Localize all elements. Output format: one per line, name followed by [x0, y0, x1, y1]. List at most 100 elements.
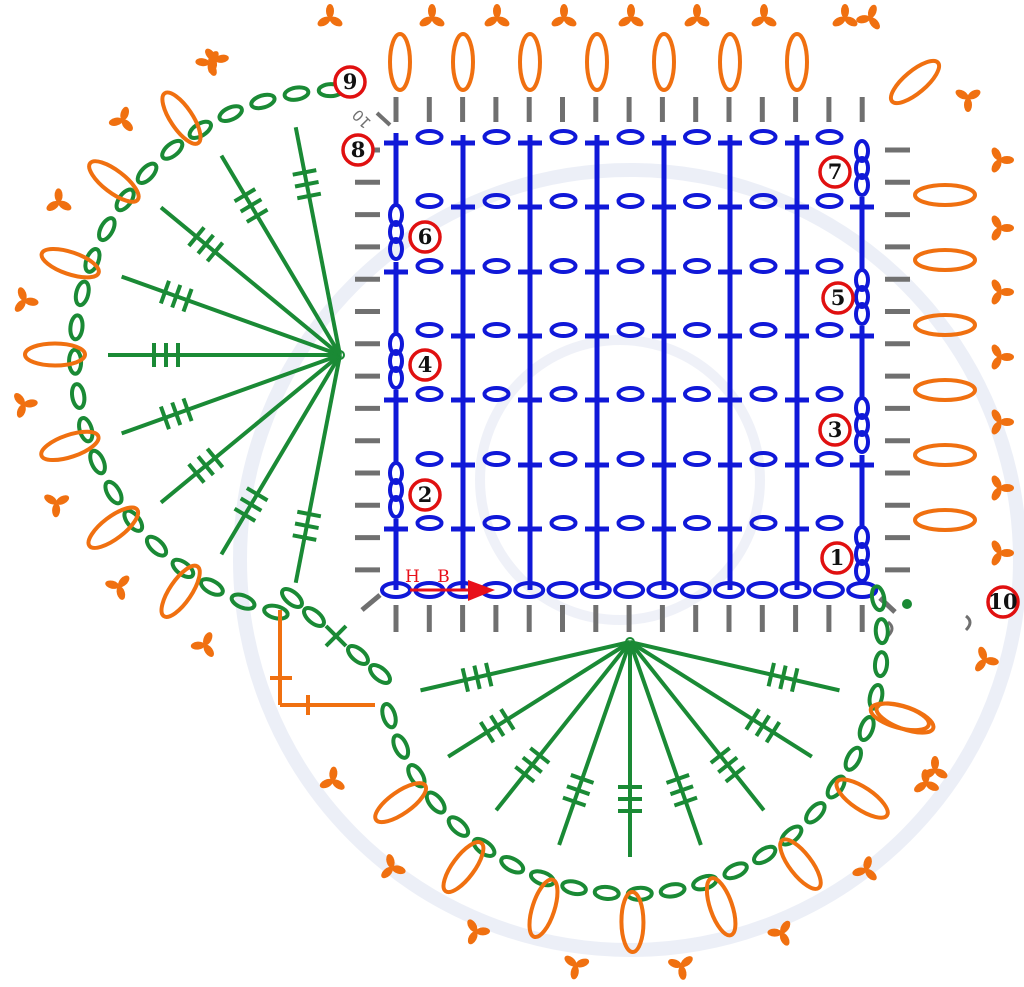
picot-petal [991, 227, 1002, 241]
chain-stitch [549, 515, 578, 531]
picot-petal [205, 48, 216, 61]
connecting-chain [346, 644, 370, 666]
picot [684, 4, 710, 27]
picot-petal [467, 931, 478, 945]
connecting-chain [302, 606, 326, 628]
bottom-fan-spoke-tick [744, 708, 761, 731]
picot [856, 4, 880, 30]
chain-stitch [616, 515, 645, 531]
picot-petal [964, 98, 972, 112]
picot-petal [680, 956, 693, 967]
picot-petal [208, 59, 218, 74]
turning-chain [854, 173, 870, 197]
bottom-fan-spoke [420, 640, 631, 693]
picot-petal [317, 16, 331, 27]
left-fan-chain [97, 216, 117, 243]
bottom-fan-chain [391, 733, 411, 760]
edging-oval [888, 58, 942, 106]
picot-petal [931, 756, 939, 770]
picot-petal [467, 919, 478, 932]
picot-petal [484, 16, 498, 27]
edging-oval [913, 443, 977, 467]
corner-tick [360, 593, 382, 612]
bottom-fan-chain [722, 861, 749, 881]
picot [991, 540, 1014, 566]
turning-chain [388, 461, 404, 485]
row-marker-2: 2 [418, 482, 433, 507]
bottom-fan-spoke [447, 640, 632, 759]
chain-stitch [616, 129, 645, 145]
picot-petal [564, 955, 577, 967]
picot [44, 494, 70, 518]
foundation-chain [513, 581, 546, 599]
bottom-fan-chain [752, 844, 778, 866]
bottom-fan-spoke-tick [521, 755, 543, 774]
bottom-fan-spoke-tick [778, 665, 788, 690]
picot-petal [326, 4, 334, 18]
row-marker-ring [986, 585, 1020, 619]
bottom-fan-chain [873, 617, 890, 646]
row-marker-ring [408, 348, 442, 382]
picot-petal [575, 958, 590, 968]
picot-petal [991, 552, 1002, 566]
picot-petal [120, 106, 129, 121]
bottom-fan-chain [825, 774, 847, 800]
foundation-chain [846, 581, 879, 599]
edging-oval [778, 837, 823, 891]
left-fan-chain [262, 603, 290, 621]
picot-petal [925, 781, 939, 791]
row-marker-8: 8 [351, 137, 366, 162]
row-marker-ring [818, 413, 852, 447]
left-fan-spoke-tick [170, 401, 183, 426]
bottom-fan-chain [471, 836, 497, 858]
bottom-fan-spoke-tick [484, 662, 494, 687]
picot-petal [767, 928, 782, 937]
chain-stitch [549, 386, 578, 402]
left-fan-chain [103, 479, 124, 506]
foundation-chain [713, 581, 745, 599]
picot-petal [118, 575, 130, 588]
picot-petal [693, 4, 701, 18]
orange-edging [14, 4, 1014, 980]
picot-petal [419, 16, 433, 27]
picot-petal [967, 89, 981, 100]
start-label: Н В [405, 567, 456, 587]
bottom-fan-chain [380, 702, 398, 730]
row-marker-3: 3 [828, 417, 843, 442]
chain-stitch [616, 193, 645, 209]
left-fan-spoke-tick [239, 496, 263, 513]
left-fan-spoke [159, 353, 342, 505]
picot [991, 147, 1014, 173]
left-fan-chain [77, 416, 95, 444]
blue-square-grid [380, 129, 879, 601]
picot [419, 4, 445, 27]
left-fan-spoke-tick [159, 405, 171, 430]
chain-stitch [749, 386, 778, 402]
picot-petal [1000, 156, 1014, 164]
picot [319, 766, 345, 790]
left-fan-spoke-tick [292, 168, 317, 177]
foundation-chain [646, 581, 679, 599]
bottom-fan-chain [592, 884, 621, 901]
picot [832, 4, 858, 27]
picot-petal [751, 16, 765, 27]
picot-petal [56, 495, 70, 505]
bottom-fan-spoke-tick [489, 714, 506, 737]
chain-stitch [683, 129, 711, 145]
connecting-chain [280, 587, 304, 609]
picot-petal [44, 494, 57, 505]
picot-petal [991, 344, 1002, 358]
left-fan-chain [170, 557, 196, 579]
picot-petal [779, 932, 790, 946]
edging-oval [913, 508, 977, 532]
chain-stitch [549, 129, 578, 145]
chain-stitch [815, 515, 844, 531]
picot [914, 769, 939, 793]
turning-chain [854, 559, 870, 583]
picot [991, 215, 1014, 241]
chain-stitch [616, 322, 645, 338]
edging-oval [451, 32, 475, 92]
row-marker-ring [821, 281, 855, 315]
chain-stitch [683, 322, 711, 338]
chain-stitch [482, 322, 511, 338]
